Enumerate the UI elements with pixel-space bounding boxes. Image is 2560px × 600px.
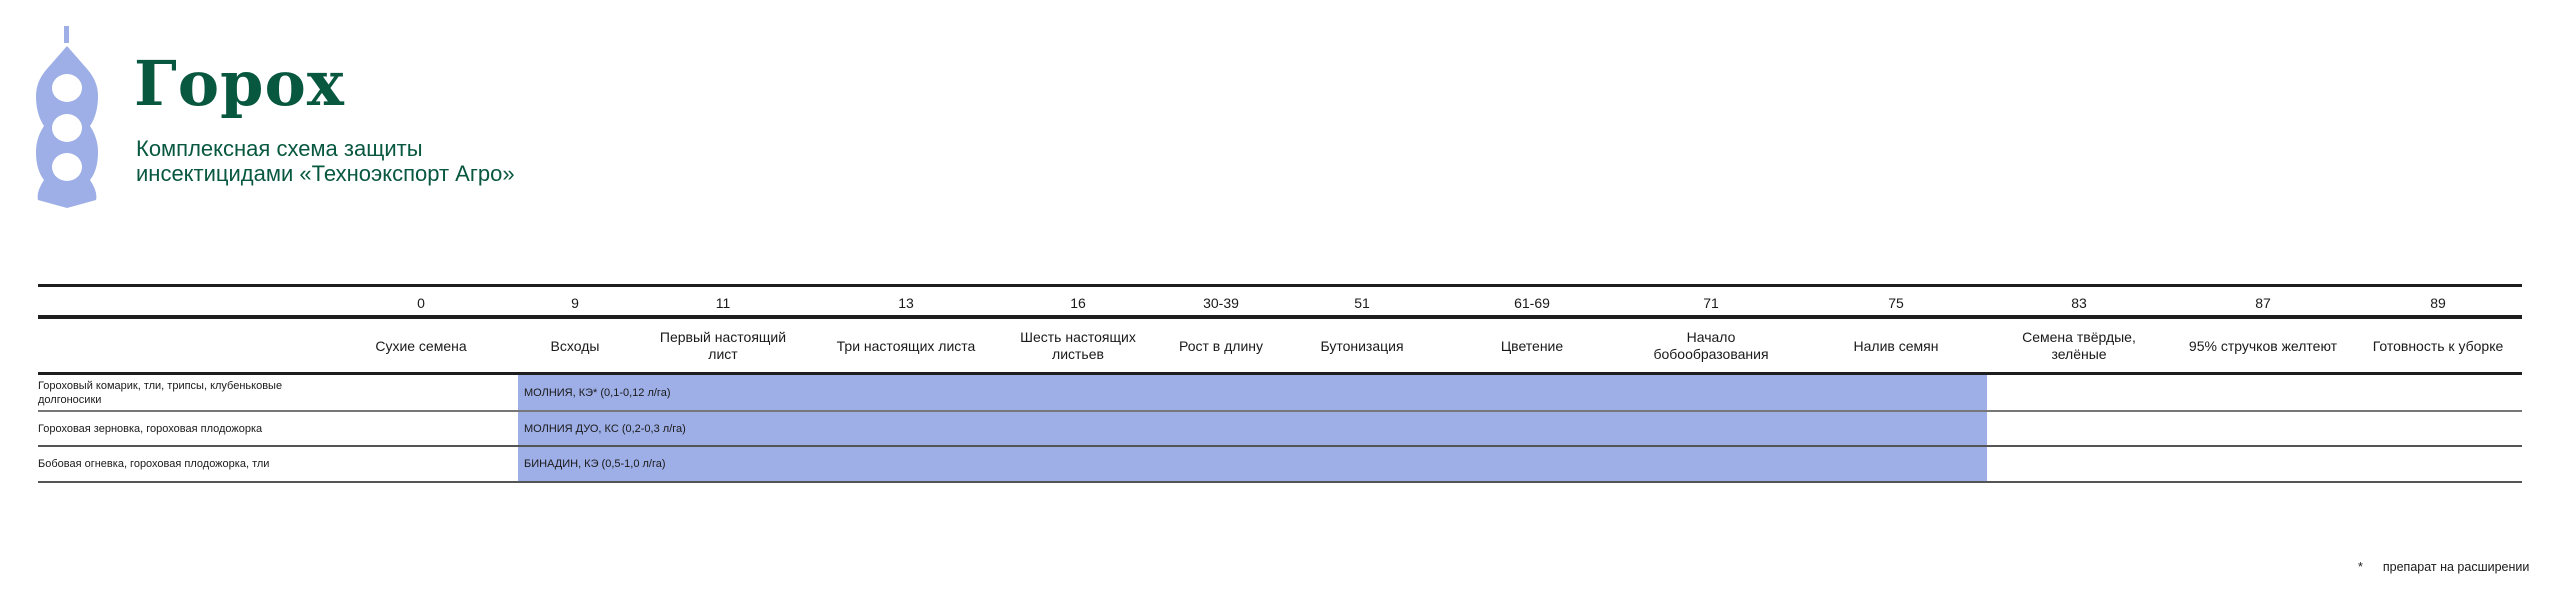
product-label: БИНАДИН, КЭ (0,5-1,0 л/га) xyxy=(524,458,666,470)
stage-code: 87 xyxy=(2255,295,2271,311)
row-divider xyxy=(38,445,2522,447)
stage-label: Сухие семена xyxy=(375,337,467,354)
page-subtitle: Комплексная схема защиты инсектицидами «… xyxy=(136,136,515,186)
treatment-bar xyxy=(518,447,1987,481)
stage-code: 61-69 xyxy=(1514,295,1550,311)
subtitle-line: инсектицидами «Техноэкспорт Агро» xyxy=(136,161,515,186)
product-label: МОЛНИЯ, КЭ* (0,1-0,12 л/га) xyxy=(524,386,671,399)
row-divider xyxy=(38,410,2522,412)
stage-label: Три настоящих листа xyxy=(836,337,976,354)
stage-label: Налив семян xyxy=(1853,337,1939,354)
stage-label: 95% стручков желтеют xyxy=(2188,337,2338,354)
stage-code: 9 xyxy=(571,295,579,311)
pea-pod-icon xyxy=(36,26,98,208)
stage-label: Готовность к уборке xyxy=(2372,337,2504,354)
table-header-rule xyxy=(38,315,2522,319)
stage-label: Начало бобообразования xyxy=(1653,329,1769,362)
stage-code: 13 xyxy=(898,295,914,311)
footnote-mark: * xyxy=(2358,560,2363,574)
stage-code: 71 xyxy=(1703,295,1719,311)
row-divider xyxy=(38,481,2522,483)
stage-label: Семена твёрдые, зелёные xyxy=(2022,329,2136,362)
stage-code: 0 xyxy=(417,295,425,311)
stage-label: Бутонизация xyxy=(1320,337,1404,354)
treatment-bar xyxy=(518,412,1987,445)
table-body-rule xyxy=(38,372,2522,375)
stage-label: Цветение xyxy=(1500,337,1564,354)
stage-label: Всходы xyxy=(550,337,600,354)
row-pests: Гороховая зерновка, гороховая плодожорка xyxy=(38,422,263,435)
footnote: * препарат на расширении xyxy=(2358,560,2529,574)
stage-code: 51 xyxy=(1354,295,1370,311)
row-pests: Бобовая огневка, гороховая плодожорка, т… xyxy=(38,458,270,470)
stage-label: Первый настоящий лист xyxy=(659,329,787,362)
product-label: МОЛНИЯ ДУО, КС (0,2-0,3 л/га) xyxy=(524,422,686,435)
stage-label: Шесть настоящих листьев xyxy=(1020,329,1136,362)
treatment-bar xyxy=(518,375,1987,410)
stage-code: 16 xyxy=(1070,295,1086,311)
stage-code: 30-39 xyxy=(1203,295,1239,311)
row-pests: Гороховый комарик, тли, трипсы, клубеньк… xyxy=(38,379,283,406)
stage-label: Рост в длину xyxy=(1178,337,1264,354)
stage-code: 89 xyxy=(2430,295,2446,311)
stage-code: 11 xyxy=(715,295,731,311)
table-top-rule xyxy=(38,284,2522,287)
page-title: Горох xyxy=(134,47,345,120)
stage-code: 83 xyxy=(2071,295,2087,311)
footnote-text: препарат на расширении xyxy=(2382,560,2530,574)
stage-code: 75 xyxy=(1888,295,1904,311)
subtitle-line: Комплексная схема защиты xyxy=(136,136,423,161)
